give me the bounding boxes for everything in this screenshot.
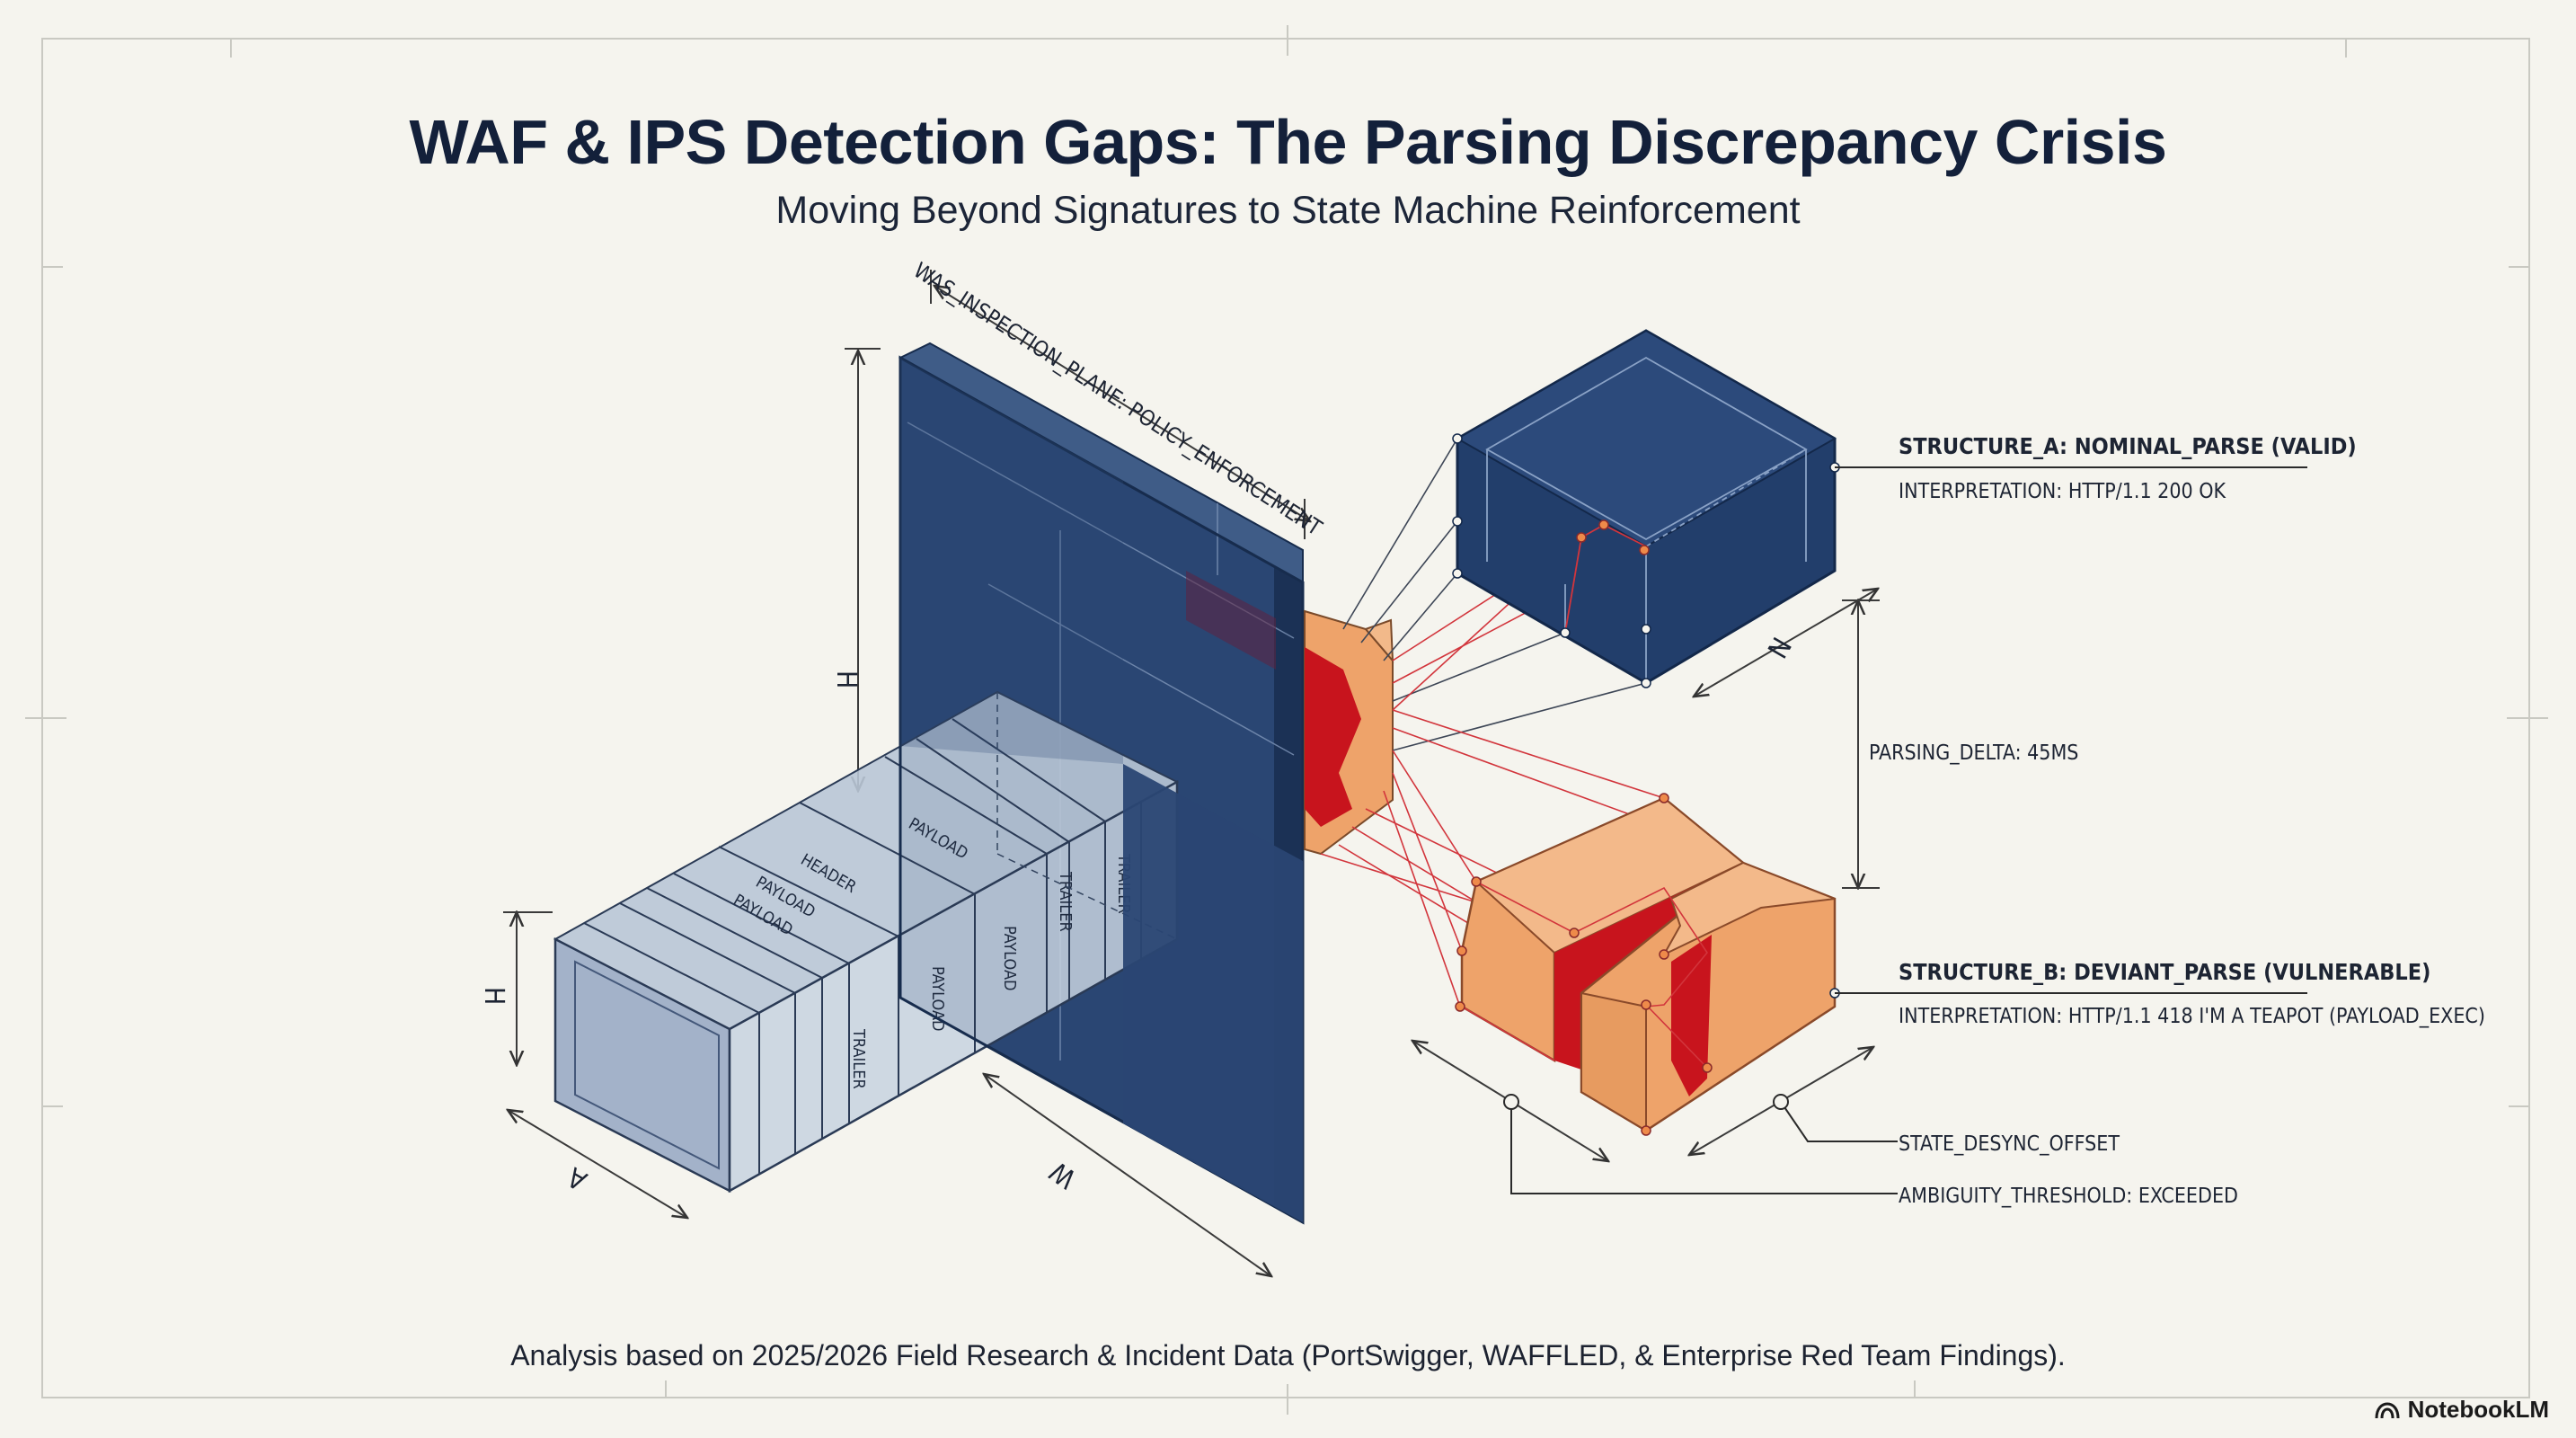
structure-a-cube xyxy=(1452,329,1840,688)
frame-tick xyxy=(2507,717,2548,719)
brand-name: NotebookLM xyxy=(2407,1396,2549,1423)
projection-lines xyxy=(1342,438,1647,751)
frame-tick xyxy=(41,266,63,268)
notebooklm-icon xyxy=(2375,1401,2400,1418)
dimension-lines xyxy=(503,270,1310,1276)
structure-b-interpretation: INTERPRETATION: HTTP/1.1 418 I'M A TEAPO… xyxy=(1899,1005,2485,1028)
segment-label: TRAILER xyxy=(849,1028,868,1089)
page-subtitle: Moving Beyond Signatures to State Machin… xyxy=(775,189,1801,232)
dim-h-plane-label: H xyxy=(830,670,862,688)
frame-tick xyxy=(41,1105,63,1107)
frame-tick xyxy=(1914,1380,1916,1398)
structure-b-title: STRUCTURE_B: DEVIANT_PARSE (VULNERABLE) xyxy=(1899,959,2430,985)
frame-tick xyxy=(665,1380,667,1398)
frame-tick xyxy=(230,38,232,58)
inspection-plane-front xyxy=(899,355,1305,1225)
brand-mark: NotebookLM xyxy=(2374,1396,2549,1424)
frame-tick xyxy=(2509,266,2530,268)
callout-leaders xyxy=(1510,466,2307,1194)
ambiguity-threshold-label: AMBIGUITY_THRESHOLD: EXCEEDED xyxy=(1899,1185,2238,1208)
ambiguity-callout-node xyxy=(1503,1094,1519,1110)
segment-label: TRAILER xyxy=(1056,871,1075,932)
structure-b-fractured-block xyxy=(1455,793,1840,1136)
frame-tick xyxy=(2509,1105,2530,1107)
dim-h-box-label: H xyxy=(478,987,509,1005)
frame-tick xyxy=(1287,1384,1288,1415)
desync-callout-node xyxy=(1773,1094,1789,1110)
dim-w-label: W xyxy=(1044,1155,1082,1194)
source-footnote: Analysis based on 2025/2026 Field Resear… xyxy=(510,1339,2066,1371)
frame-tick xyxy=(1287,25,1288,56)
segment-label: PAYLOAD xyxy=(1000,926,1019,991)
structure-a-interpretation: INTERPRETATION: HTTP/1.1 200 OK xyxy=(1899,480,2226,503)
frame-tick xyxy=(2345,38,2347,58)
packet-block: PAYLOAD HEADER PAYLOAD PAYLOAD PAYLOAD T… xyxy=(553,690,1180,1194)
structure-a-title: STRUCTURE_A: NOMINAL_PARSE (VALID) xyxy=(1899,433,2357,459)
frame-tick xyxy=(25,717,66,719)
dim-a-label: A xyxy=(562,1160,592,1196)
page-title: WAF & IPS Detection Gaps: The Parsing Di… xyxy=(409,107,2167,177)
plane-exit-fragment xyxy=(1304,609,1394,856)
parsing-delta-label: PARSING_DELTA: 45MS xyxy=(1869,741,2078,765)
state-desync-label: STATE_DESYNC_OFFSET xyxy=(1899,1132,2120,1156)
